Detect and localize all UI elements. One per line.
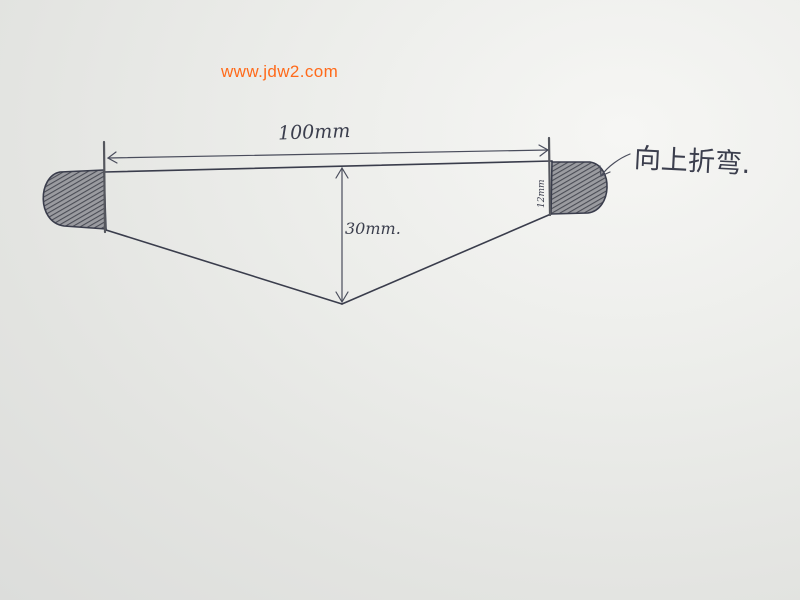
- left-fold-flap: [42, 169, 107, 230]
- height-label: 30mm.: [345, 219, 401, 238]
- width-dimension-line: [106, 144, 550, 164]
- width-label: 100mm: [278, 120, 351, 145]
- note-leader-arrow: [599, 153, 631, 177]
- right-fold-flap: [550, 161, 608, 215]
- height-dimension-line: [335, 166, 349, 304]
- fold-lines: [102, 136, 552, 234]
- bend-up-note: 向上折弯.: [633, 143, 751, 180]
- fold-label: 12mm: [537, 179, 547, 208]
- part-outline: [103, 160, 553, 305]
- watermark-text: www.jdw2.com: [220, 62, 338, 81]
